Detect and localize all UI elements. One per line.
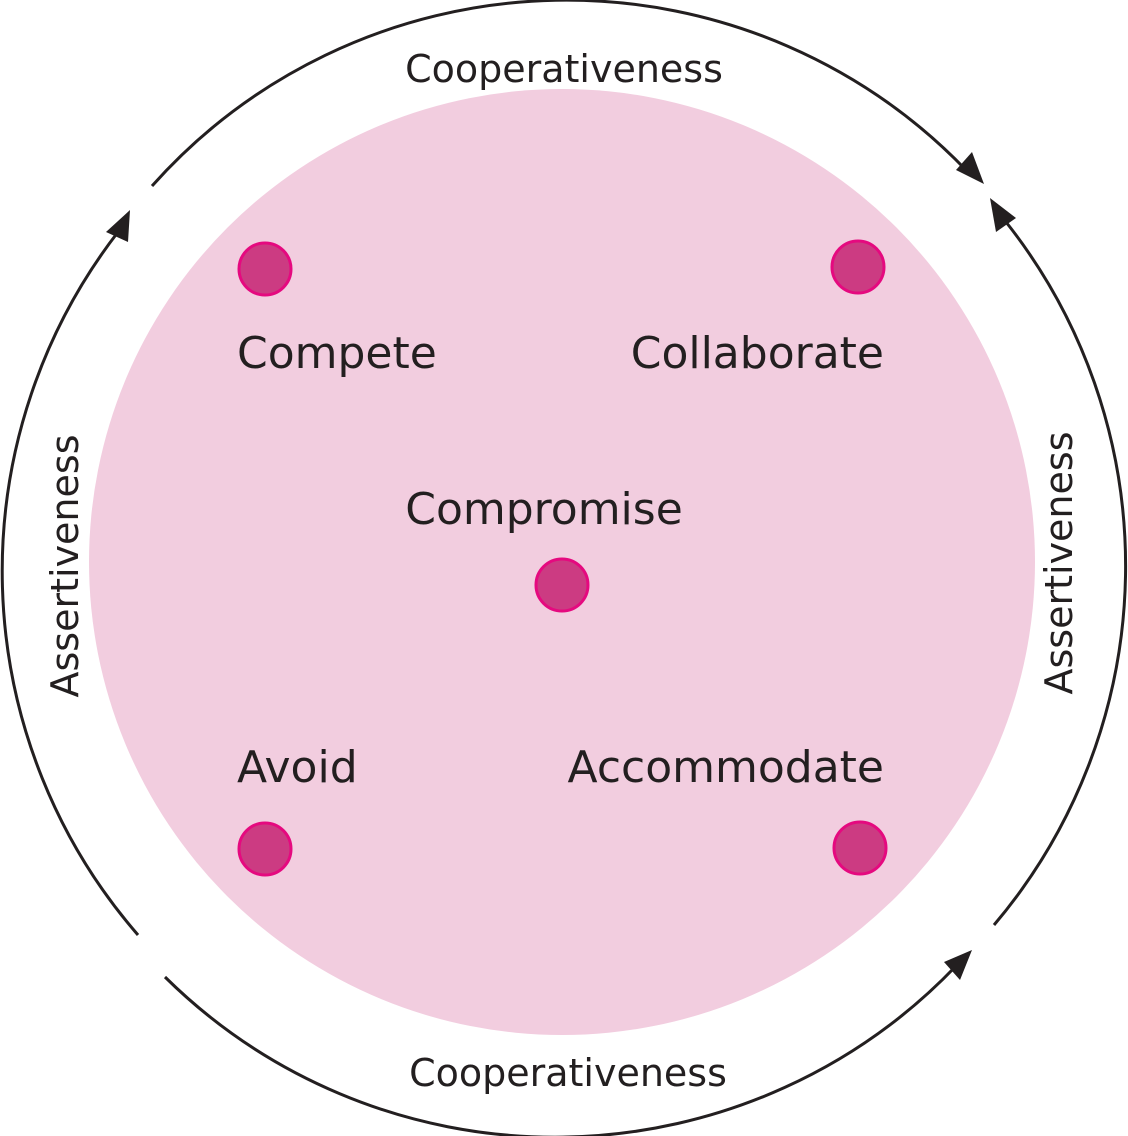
compete-label: Compete bbox=[237, 328, 437, 379]
right-arc-label: Assertiveness bbox=[1037, 432, 1081, 695]
bottom-arrowhead bbox=[944, 950, 972, 980]
left-arc-label: Assertiveness bbox=[43, 435, 87, 698]
avoid-label: Avoid bbox=[237, 742, 358, 793]
accommodate-label: Accommodate bbox=[568, 742, 885, 793]
accommodate-dot bbox=[832, 820, 888, 876]
top-arc-label: Cooperativeness bbox=[405, 47, 723, 91]
top-arc bbox=[150, 0, 968, 187]
compete-dot bbox=[237, 241, 293, 297]
top-arrowhead bbox=[956, 152, 984, 184]
bottom-arc-label: Cooperativeness bbox=[409, 1051, 727, 1095]
right-arc bbox=[992, 221, 1128, 926]
avoid-dot bbox=[237, 821, 293, 877]
left-arrowhead bbox=[106, 210, 130, 242]
compromise-label: Compromise bbox=[405, 484, 683, 535]
collaborate-dot bbox=[830, 239, 886, 295]
right-arrowhead bbox=[990, 198, 1016, 232]
compromise-dot bbox=[534, 557, 590, 613]
left-arc bbox=[0, 231, 140, 936]
collaborate-label: Collaborate bbox=[631, 328, 884, 379]
bottom-arc bbox=[163, 964, 958, 1136]
